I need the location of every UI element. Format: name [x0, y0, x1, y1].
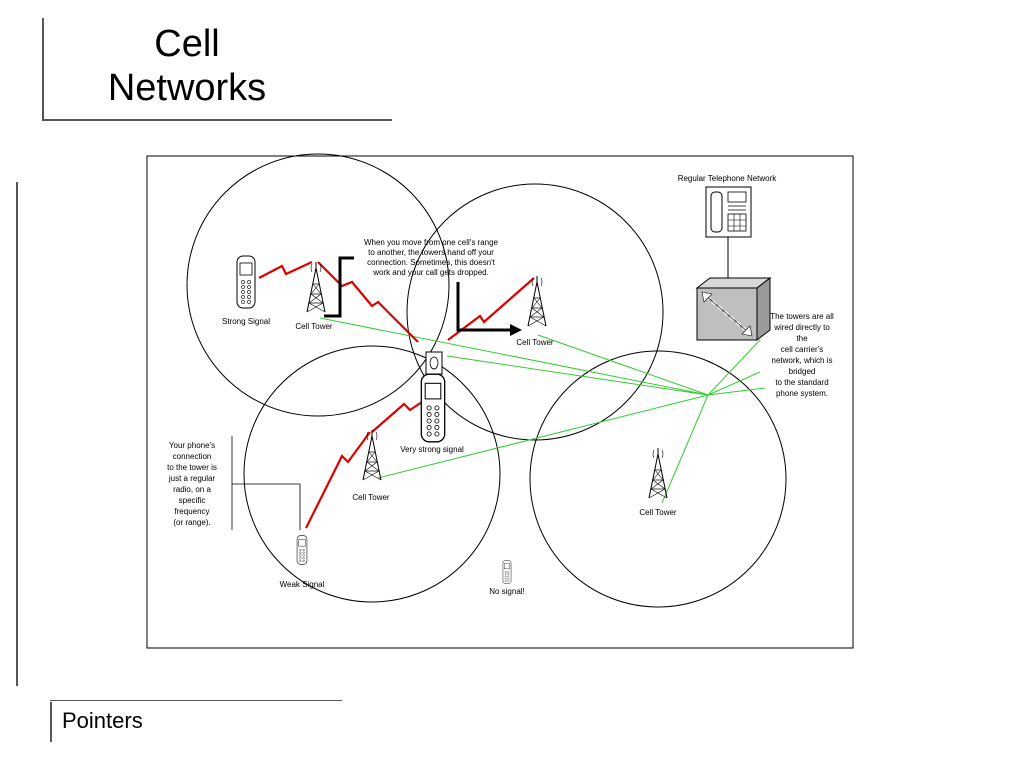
- footer-divider-horizontal: [50, 700, 342, 701]
- title-divider-vertical: [42, 18, 44, 120]
- slide-title-line-2: Networks: [107, 67, 267, 109]
- wired-note: The towers are all wired directly to the…: [770, 312, 834, 398]
- wired-connection-lines: [319, 317, 766, 504]
- radio-note-line: just a regular: [168, 474, 216, 483]
- label-very-strong-signal: Very strong signal: [400, 445, 464, 454]
- handoff-note-line: work and your call gets dropped.: [372, 268, 489, 277]
- handoff-arrowhead: [510, 324, 522, 336]
- phone-icon-no-signal: [502, 560, 512, 584]
- wired-note-line: network, which is: [772, 356, 833, 365]
- footer-label: Pointers: [62, 708, 143, 733]
- radio-note-pointer: [232, 483, 301, 530]
- phone-icon-weak: [296, 535, 308, 565]
- radio-note-line: specific: [179, 496, 206, 505]
- label-cell-tower-4: Cell Tower: [639, 508, 677, 517]
- phone-icon-very-strong: [420, 351, 446, 443]
- wired-note-line: phone system.: [776, 389, 828, 398]
- footer-divider-vertical: [50, 702, 52, 742]
- wired-note-line: the: [796, 334, 808, 343]
- carrier-switch-box: [695, 276, 772, 342]
- cell-range-circle-4: [529, 350, 787, 608]
- handoff-arrow: [456, 282, 510, 332]
- label-cell-tower-1: Cell Tower: [295, 322, 333, 331]
- left-side-rule: [16, 182, 18, 686]
- handoff-note-line: to another, the towers hand off your: [368, 248, 494, 257]
- diagram-frame: [146, 155, 854, 649]
- radio-note-line: (or range).: [173, 518, 210, 527]
- handoff-note: When you move from one cell's range to a…: [364, 238, 499, 277]
- wired-note-line: The towers are all: [770, 312, 834, 321]
- wired-note-line: wired directly to: [773, 323, 830, 332]
- handoff-note-line: When you move from one cell's range: [364, 238, 499, 247]
- radio-note-line: Your phone's: [169, 441, 215, 450]
- radio-note: Your phone's connection to the tower is …: [167, 441, 217, 527]
- radio-note-line: radio, on a: [173, 485, 211, 494]
- wired-note-line: bridged: [789, 367, 816, 376]
- cell-range-circle-2: [406, 183, 664, 441]
- title-block: Cell Networks: [42, 18, 392, 122]
- phone-icon-strong: [236, 255, 256, 309]
- desk-phone-icon: [705, 186, 752, 238]
- label-cell-tower-2: Cell Tower: [516, 338, 554, 347]
- slide-title: Cell Networks: [62, 22, 312, 110]
- handoff-bracket: [324, 256, 354, 318]
- radio-note-line: connection: [173, 452, 212, 461]
- label-cell-tower-3: Cell Tower: [352, 493, 390, 502]
- radio-note-line: to the tower is: [167, 463, 217, 472]
- slide-title-line-1: Cell: [154, 23, 220, 65]
- footer-block: Pointers: [50, 698, 342, 742]
- label-weak-signal: Weak Signal: [280, 580, 325, 589]
- regular-network-label: Regular Telephone Network: [678, 174, 778, 183]
- cell-range-circle-1: [186, 153, 450, 417]
- label-strong-signal: Strong Signal: [222, 317, 270, 326]
- cell-range-circle-3: [243, 345, 501, 603]
- title-divider-horizontal: [42, 119, 392, 121]
- handoff-note-line: connection. Sometimes, this doesn't: [367, 258, 496, 267]
- label-no-signal: No signal!: [489, 587, 525, 596]
- wired-note-line: cell carrier's: [781, 345, 823, 354]
- radio-note-line: frequency: [174, 507, 209, 516]
- wired-note-line: to the standard: [775, 378, 828, 387]
- radio-signal-lines: [258, 261, 535, 529]
